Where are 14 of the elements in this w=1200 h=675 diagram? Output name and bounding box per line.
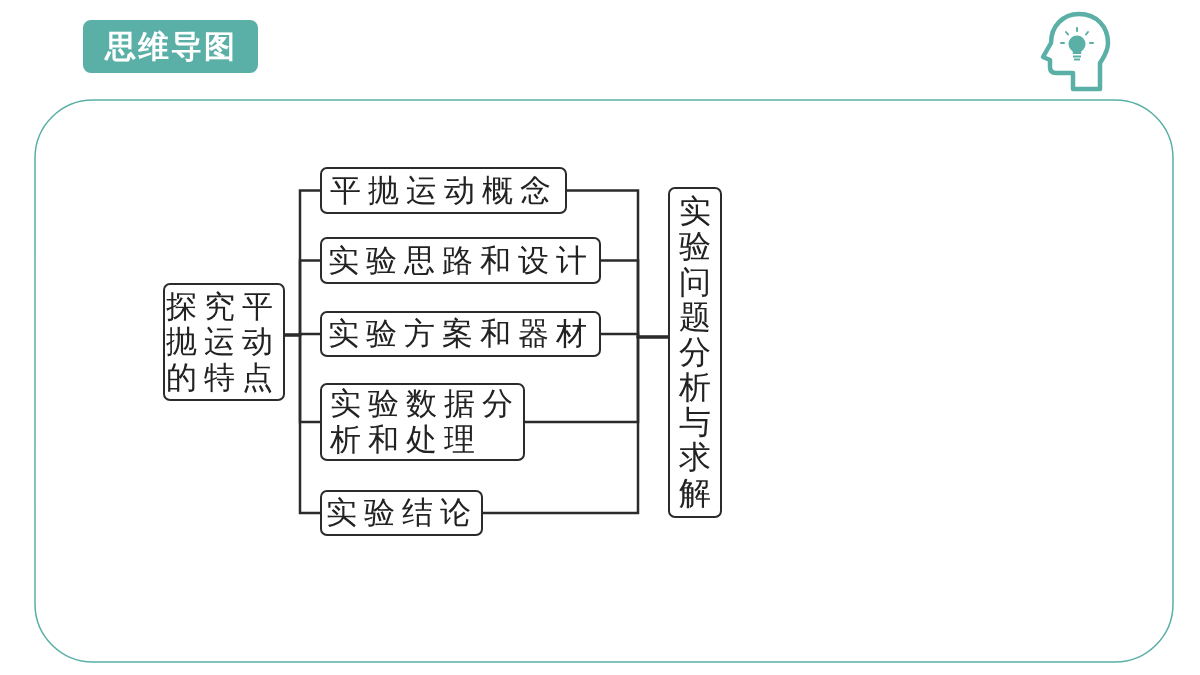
- summary-box: [668, 187, 722, 518]
- subtopic-box: [320, 167, 567, 214]
- node-label: 平抛运动概念: [329, 172, 558, 209]
- node-label: 实验问题分析与求解: [679, 194, 711, 511]
- title-badge: 思维导图: [83, 20, 258, 73]
- node-label: 实验结论: [325, 495, 478, 531]
- node-label: 探究平抛运动的特点: [166, 288, 281, 396]
- subtopic-box: [320, 311, 601, 357]
- node-label: 实验方案和器材: [327, 316, 594, 352]
- connector-line: [483, 335, 668, 515]
- subtopic-box: [320, 237, 601, 284]
- node-label: 实验数据分析和处理: [330, 386, 521, 458]
- connector-line: [285, 333, 320, 515]
- node-label: 实验思路和设计: [327, 242, 594, 279]
